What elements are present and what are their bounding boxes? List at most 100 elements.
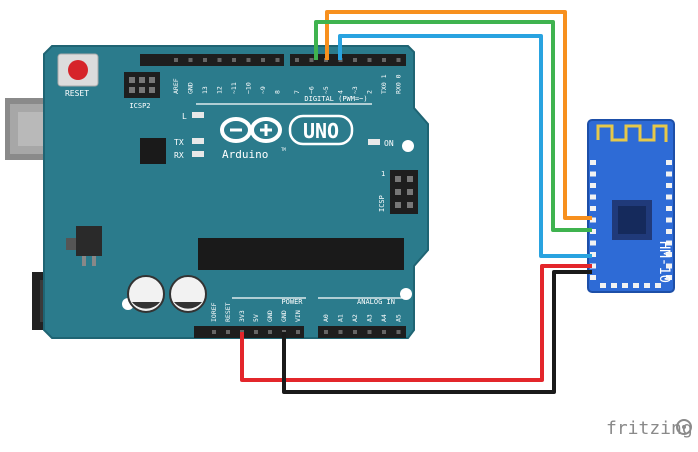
header-pin (268, 330, 272, 334)
uno-badge (288, 114, 354, 146)
module-pad (622, 283, 628, 288)
pin-label: GND (187, 82, 195, 94)
arduino-label: Arduino (222, 148, 268, 161)
digital-header-left (140, 54, 284, 66)
module-pad (590, 252, 596, 257)
header-pin (367, 58, 372, 62)
module-pad (633, 283, 639, 288)
module-pad (590, 160, 596, 165)
icsp2-label: ICSP2 (129, 102, 150, 110)
fritzing-logo-icon (676, 419, 692, 435)
led-rx (192, 151, 204, 157)
header-pin (296, 330, 300, 334)
module-pad (611, 283, 617, 288)
capacitor-right (169, 275, 207, 313)
module-pad (666, 263, 672, 269)
module-pad (590, 229, 596, 234)
reset-label: RESET (65, 89, 89, 98)
pin-label: 4 (337, 90, 345, 94)
wire-blue (338, 34, 592, 258)
pin-label: A0 (322, 314, 330, 322)
tm-label: TM (281, 147, 286, 152)
module-pad (666, 252, 672, 257)
uno-label: UNO (303, 119, 339, 143)
header-pin (353, 58, 357, 62)
pin-label: ~3 (351, 86, 359, 94)
module-pad (590, 194, 596, 200)
module-pad (590, 183, 596, 188)
wire-group (240, 10, 592, 394)
pin-label: 12 (216, 86, 224, 94)
header-pin (261, 58, 265, 62)
icsp-pin-one: 1 (381, 170, 385, 178)
header-pin (275, 58, 280, 62)
pin-label: A4 (380, 314, 388, 322)
pin-label: IOREF (210, 302, 218, 322)
usb-chip (140, 138, 166, 164)
pin-label: ~9 (259, 86, 267, 94)
led-rx-label: RX (174, 151, 184, 160)
header-pin (212, 330, 216, 334)
icsp2-header (124, 72, 160, 98)
pin-label: VIN (294, 310, 302, 322)
pin-label: 7 (293, 90, 301, 94)
header-pin (367, 330, 372, 334)
module-pad (590, 275, 596, 280)
pin-label: RESET (224, 302, 232, 322)
module-pad (666, 206, 672, 211)
voltage-regulator (66, 226, 102, 266)
header-pin (396, 58, 401, 62)
digital-label: DIGITAL (PWM=~) (304, 95, 367, 103)
header-pin (396, 330, 401, 334)
pin-label: 2 (366, 90, 374, 94)
header-pin (254, 330, 258, 334)
pin-label: 8 (274, 90, 282, 94)
pin-label: ~10 (245, 82, 253, 94)
header-pin (309, 58, 314, 62)
module-pad (600, 283, 606, 288)
module-pad (590, 263, 596, 269)
module-label: HM-10 (656, 241, 672, 283)
digital-left-pin-labels: AREF GND 13 12 ~11 ~10 ~9 8 (172, 58, 282, 94)
led-l (192, 112, 204, 118)
pin-label: TX0 1 (380, 74, 388, 94)
led-on (368, 139, 380, 145)
mounting-hole (402, 140, 414, 152)
header-pin (226, 330, 230, 334)
wire-orange (325, 10, 592, 220)
wire-green (314, 20, 592, 232)
pin-label: 3V3 (238, 310, 246, 322)
module-pad (666, 194, 672, 200)
pin-label: 5V (252, 314, 260, 322)
analog-header (318, 326, 406, 338)
pin-label: GND (280, 310, 288, 322)
icsp-header (390, 170, 418, 214)
pin-label: ~6 (308, 86, 316, 94)
pin-label: 13 (201, 86, 209, 94)
capacitor-left (127, 275, 165, 313)
pin-label: ~11 (230, 82, 238, 94)
module-pad (644, 283, 650, 288)
module-pad (666, 217, 672, 223)
module-pads (590, 160, 672, 288)
power-label: POWER (281, 298, 303, 306)
digital-header-right (290, 54, 406, 66)
pin-label: A1 (337, 314, 345, 322)
module-pad (666, 240, 672, 246)
pin-label: A5 (395, 314, 403, 322)
power-header (194, 326, 304, 338)
wire-red (240, 264, 592, 382)
pin-label: RX0 0 (395, 74, 403, 94)
atmega-chip (198, 238, 404, 270)
mounting-hole (400, 288, 412, 300)
on-label: ON (384, 139, 394, 148)
module-pad (590, 206, 596, 211)
led-tx (192, 138, 204, 144)
fritzing-watermark: fritzing (606, 418, 693, 439)
module-pad (590, 240, 596, 246)
pin-label: AREF (172, 78, 180, 94)
led-l-label: L (182, 112, 187, 121)
